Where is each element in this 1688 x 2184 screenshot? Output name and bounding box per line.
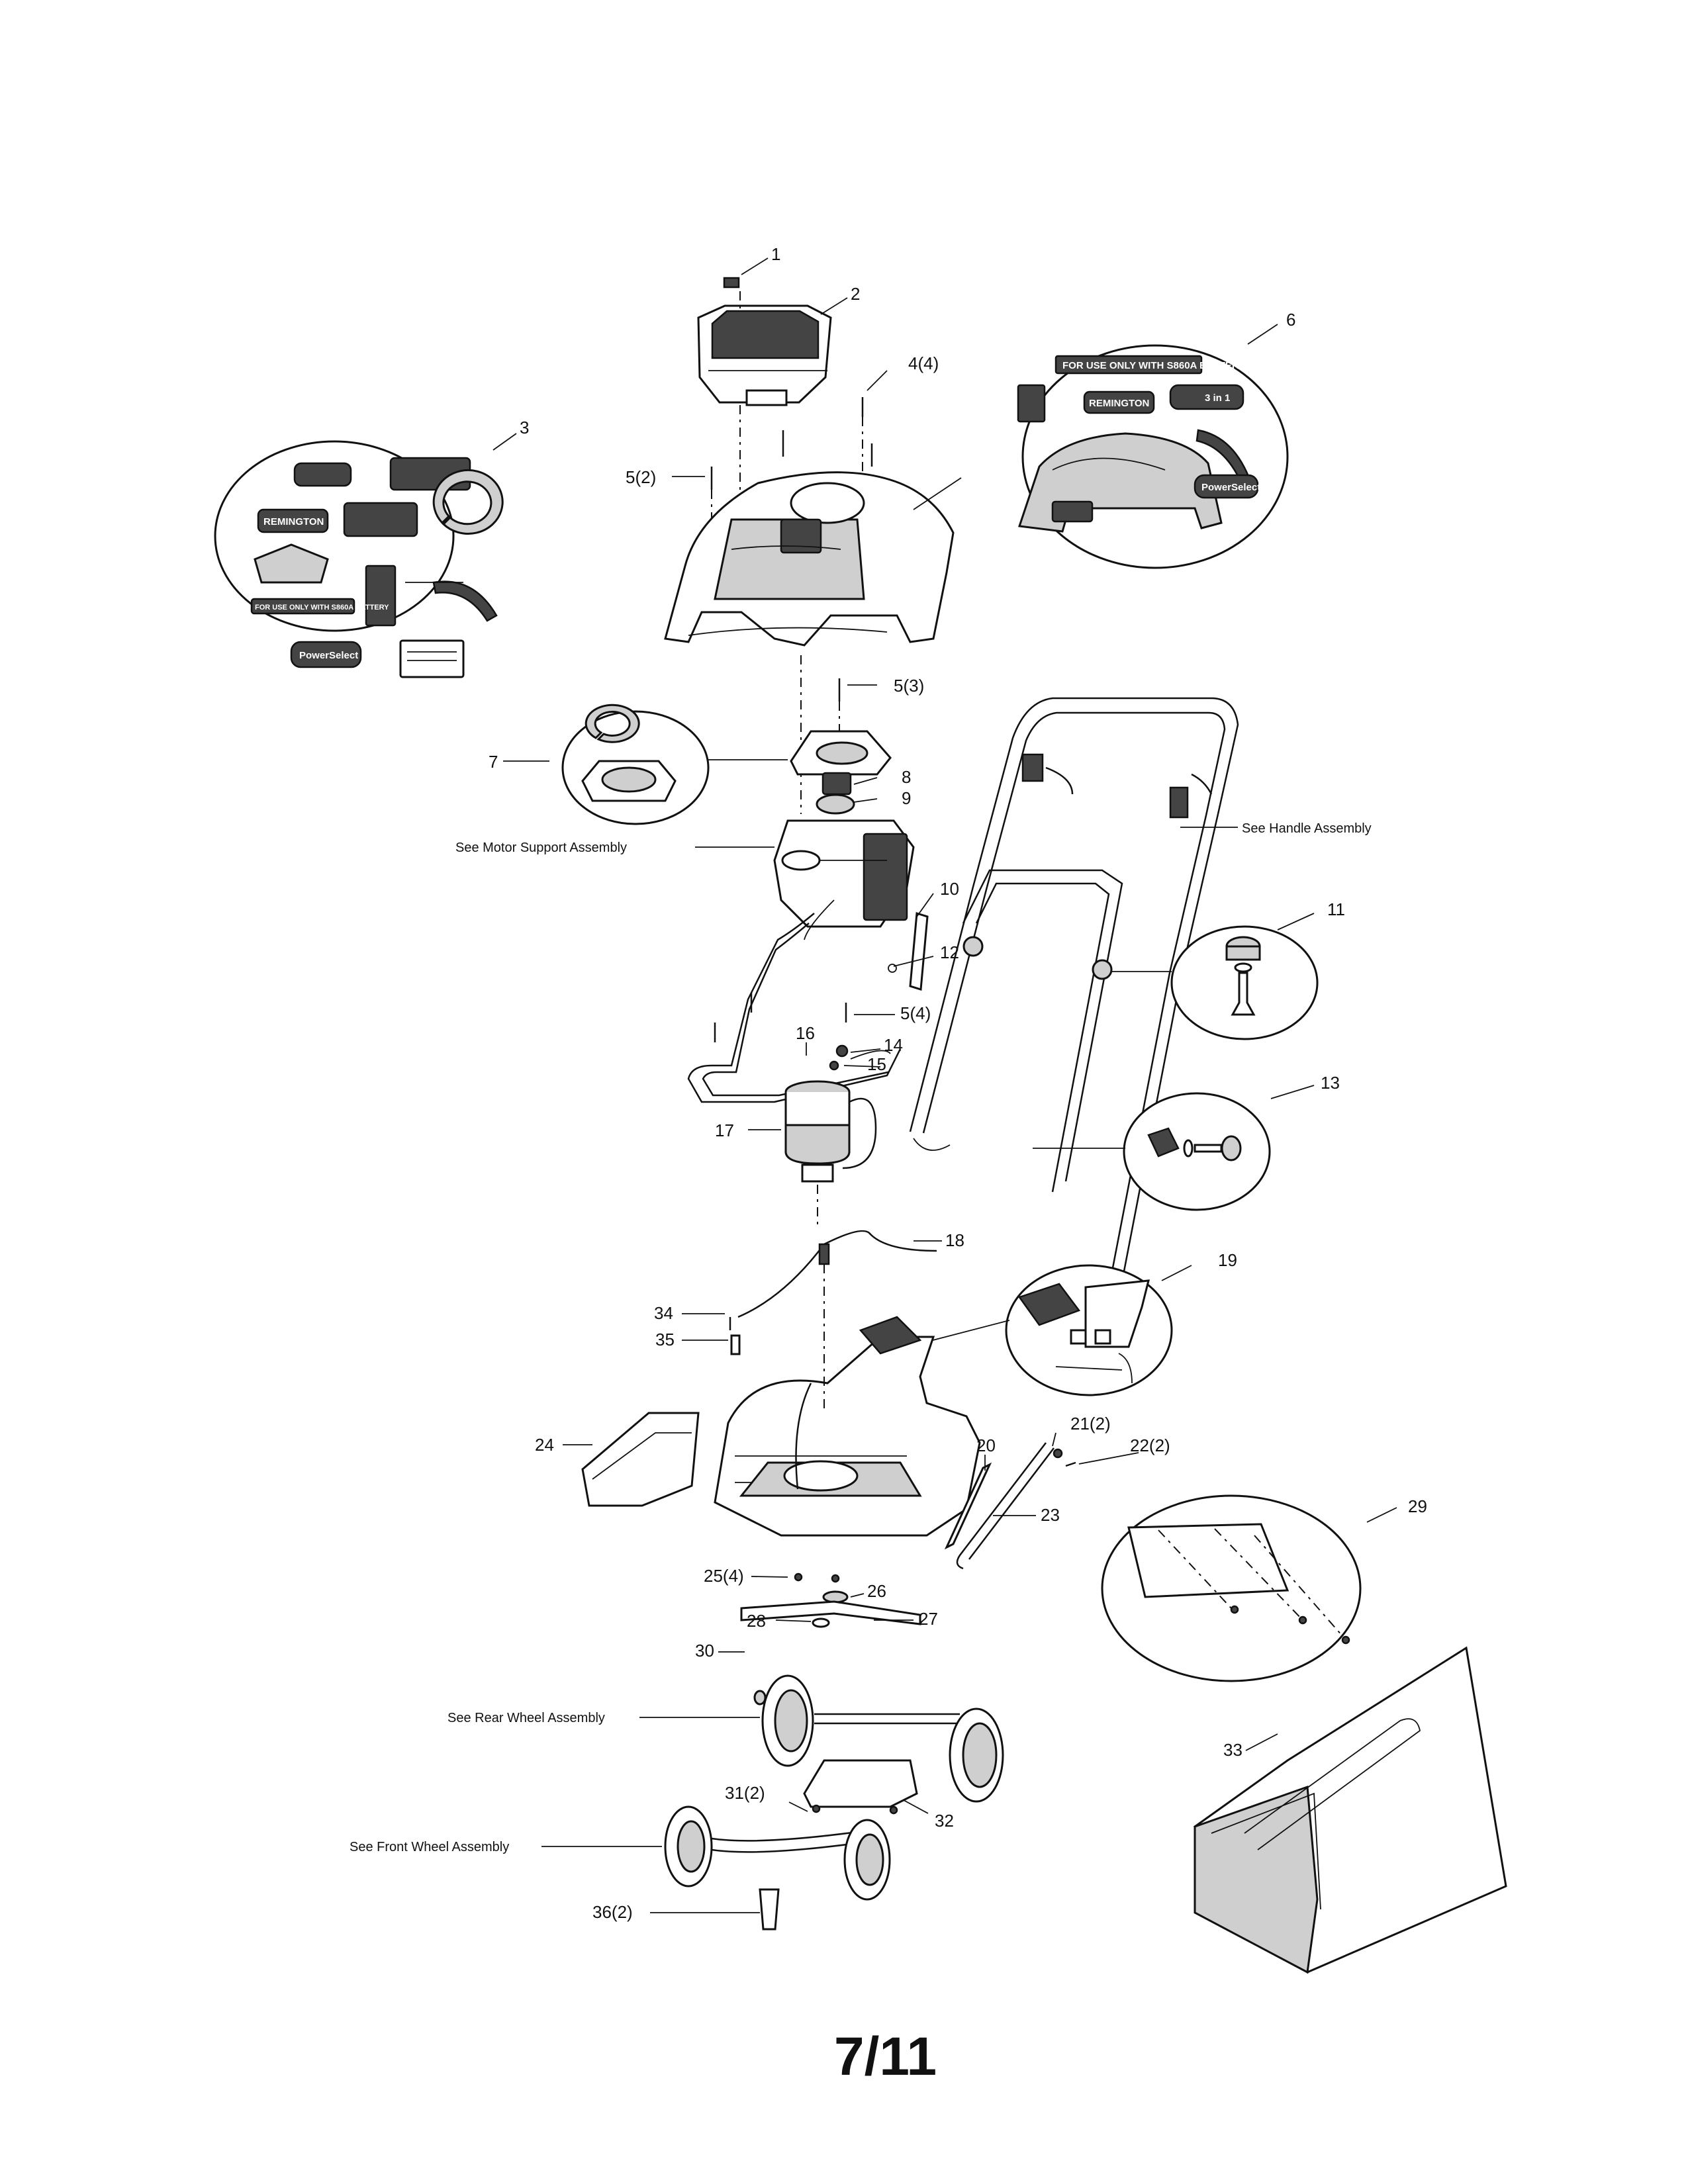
handle-bolt-detail-circle <box>1123 1092 1271 1211</box>
front-wheel-assembly <box>664 1805 891 1901</box>
callout-23: 23 <box>1041 1505 1060 1525</box>
callout-12: 12 <box>940 942 959 962</box>
washer-part <box>816 794 855 815</box>
rear-wheel-assembly <box>753 1674 1004 1803</box>
callout-6: 6 <box>1286 310 1295 330</box>
ref-front-wheel: See Front Wheel Assembly <box>350 1840 509 1854</box>
callout-16: 16 <box>796 1023 815 1043</box>
callout-28: 28 <box>747 1611 766 1631</box>
callout-9: 9 <box>902 788 911 808</box>
callout-15: 15 <box>867 1054 886 1074</box>
motor-cover-detail-circle <box>561 704 710 825</box>
callout-7: 7 <box>489 752 498 772</box>
motor-support-part <box>773 819 915 940</box>
rear-flap-detail-circle <box>1101 1494 1362 1682</box>
page-number: 7/11 <box>834 2026 937 2087</box>
decal-kit-detail-circle: REMINGTON FOR USE ONLY WITH S860A BATTER… <box>214 440 504 678</box>
decal6-brand-text: REMINGTON <box>1089 398 1149 409</box>
callout-24: 24 <box>535 1435 554 1455</box>
decal-warning-text: FOR USE ONLY WITH S860A BATTERY <box>255 604 389 612</box>
handle-assembly <box>909 697 1239 1351</box>
callout-30: 30 <box>695 1641 714 1661</box>
callout-34: 34 <box>654 1303 673 1323</box>
wheel-bracket-part <box>759 1888 780 1931</box>
ref-handle: See Handle Assembly <box>1242 821 1372 836</box>
callout-20: 20 <box>976 1435 996 1455</box>
decal-powerselect-text: PowerSelect <box>299 650 358 661</box>
decal6-warning-text: FOR USE ONLY WITH S860A BATTERY <box>1062 360 1245 371</box>
mower-deck-part <box>714 1316 981 1537</box>
cable-part <box>823 1230 937 1252</box>
height-adjust-part <box>944 1442 1076 1570</box>
callout-10: 10 <box>940 879 959 899</box>
callout-27: 27 <box>919 1609 938 1629</box>
switch-box-detail-circle <box>1005 1264 1173 1396</box>
callout-22: 22(2) <box>1130 1435 1170 1455</box>
callout-2: 2 <box>851 284 860 304</box>
ref-motor-support: See Motor Support Assembly <box>455 841 627 855</box>
callout-17: 17 <box>715 1120 734 1140</box>
callout-19: 19 <box>1218 1250 1237 1270</box>
callout-36: 36(2) <box>592 1902 633 1922</box>
handle-knob-detail-circle <box>1170 925 1319 1040</box>
blade-assembly <box>740 1572 921 1628</box>
discharge-chute-part <box>581 1412 700 1507</box>
decal-detail-circle-6: FOR USE ONLY WITH S860A BATTERY REMINGTO… <box>1017 344 1289 569</box>
rod-part <box>909 912 929 991</box>
callout-5b: 5(3) <box>894 676 924 696</box>
rear-skirt-part <box>803 1759 918 1815</box>
callout-4: 4(4) <box>908 353 939 373</box>
bushing-part <box>821 772 852 796</box>
ref-rear-wheel: See Rear Wheel Assembly <box>447 1711 605 1725</box>
grass-bag-part <box>1193 1646 1507 1974</box>
decal6-badge-text: 3 in 1 <box>1205 392 1230 404</box>
motor-cover-part <box>790 730 892 776</box>
callout-29: 29 <box>1408 1496 1427 1516</box>
callout-3: 3 <box>520 418 529 437</box>
callout-13: 13 <box>1321 1073 1340 1093</box>
callout-33: 33 <box>1223 1740 1243 1760</box>
callout-31: 31(2) <box>725 1783 765 1803</box>
battery-part <box>697 304 832 406</box>
callout-5a: 5(2) <box>626 467 656 487</box>
decal-brand-text: REMINGTON <box>263 516 324 527</box>
battery-cap-part <box>723 277 740 289</box>
callout-21: 21(2) <box>1070 1414 1111 1433</box>
motor-part <box>784 1080 877 1183</box>
callout-8: 8 <box>902 767 911 787</box>
lower-handle-part <box>687 913 902 1103</box>
decal6-powerselect-text: PowerSelect <box>1201 482 1260 493</box>
mower-hood-part <box>664 471 955 647</box>
callout-leaders <box>492 257 1397 1913</box>
callout-11: 11 <box>1327 899 1345 919</box>
callout-25: 25(4) <box>704 1566 744 1586</box>
callout-35: 35 <box>655 1330 675 1349</box>
callout-1: 1 <box>771 244 780 264</box>
callout-18: 18 <box>945 1230 964 1250</box>
callout-26: 26 <box>867 1581 886 1601</box>
callout-5c: 5(4) <box>900 1003 931 1023</box>
callout-14: 14 <box>884 1035 903 1055</box>
callout-32: 32 <box>935 1811 954 1831</box>
